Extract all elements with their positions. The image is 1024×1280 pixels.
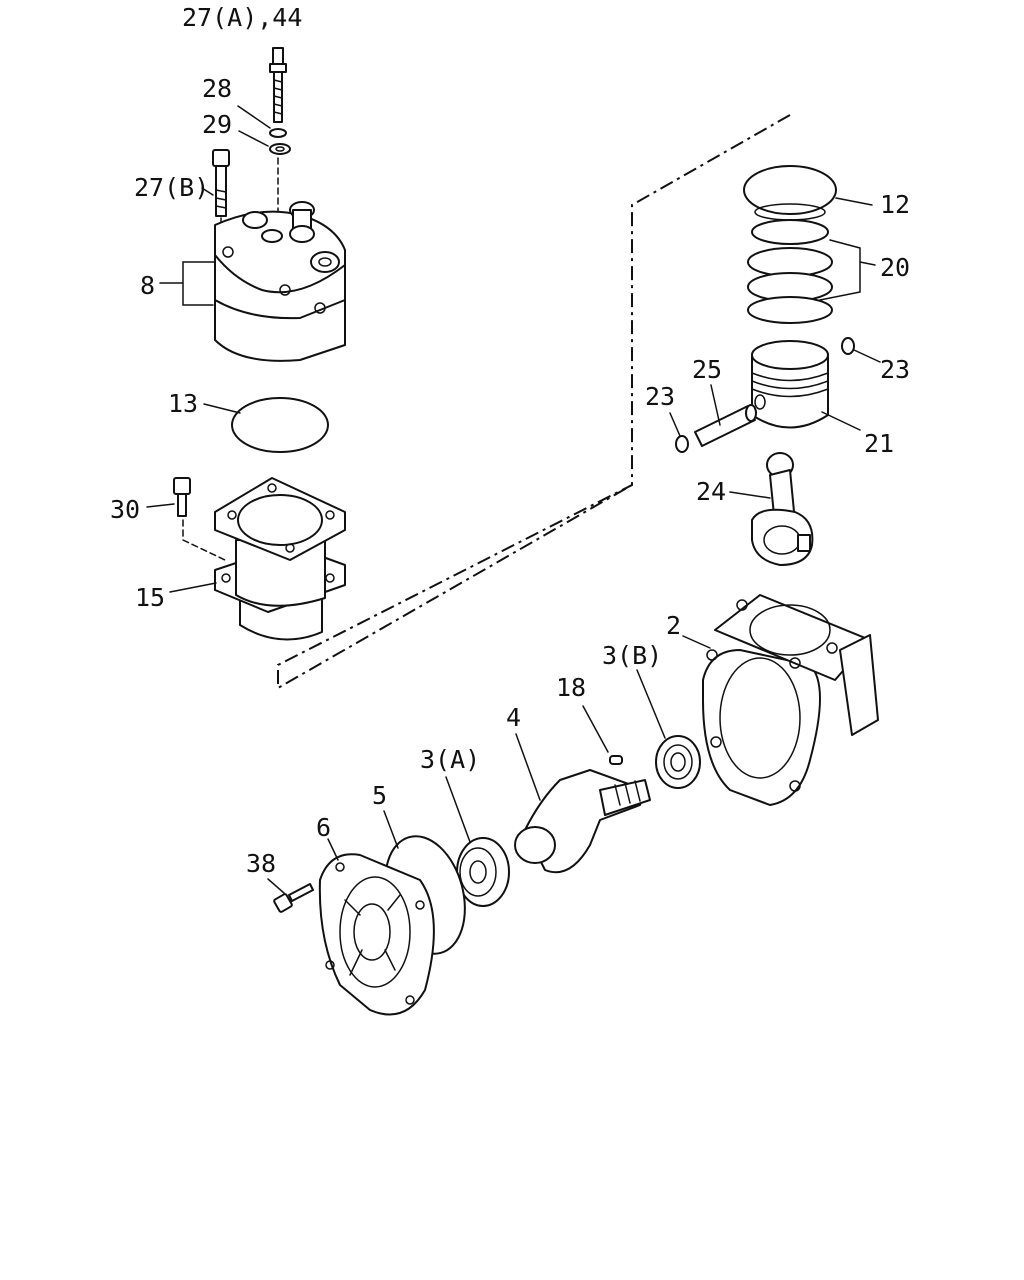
callout-8: 8 [140, 271, 155, 300]
callout-23-right: 23 [880, 355, 910, 384]
crankshaft-4 [514, 769, 651, 874]
bolt-30 [173, 477, 191, 517]
bolt-27b [212, 149, 230, 217]
end-cover-6 [318, 853, 435, 1016]
callout-29: 29 [202, 110, 232, 139]
callout-13: 13 [168, 389, 198, 418]
callout-27b: 27(B) [134, 173, 209, 202]
callout-23-left: 23 [645, 382, 675, 411]
callout-25: 25 [692, 355, 722, 384]
connecting-rod-24 [751, 452, 814, 566]
piston-rings-20 [747, 219, 833, 324]
callout-2: 2 [666, 611, 681, 640]
callout-30: 30 [110, 495, 140, 524]
lock-washer-28 [269, 128, 287, 138]
piston-plate-12 [743, 165, 837, 221]
callout-6: 6 [316, 813, 331, 842]
assembly-guide-line [277, 114, 791, 690]
leader-lines [146, 105, 881, 894]
cylinder-head-8 [214, 201, 346, 362]
piston-pin-25 [694, 404, 757, 447]
callout-18: 18 [556, 673, 586, 702]
callout-12: 12 [880, 190, 910, 219]
callout-15: 15 [135, 583, 165, 612]
callout-28: 28 [202, 74, 232, 103]
snap-ring-23-right [841, 337, 855, 355]
cylinder-15 [214, 477, 346, 641]
gasket-ring-13 [231, 397, 329, 453]
callout-labels: 27(A),44 28 29 27(B) 8 13 30 15 12 20 23… [110, 3, 910, 878]
callout-20: 20 [880, 253, 910, 282]
callout-3a: 3(A) [420, 745, 480, 774]
callout-5: 5 [372, 781, 387, 810]
piston-21 [751, 340, 829, 429]
crankcase-2 [702, 594, 879, 806]
bolt-38 [273, 883, 314, 913]
callout-3b: 3(B) [602, 641, 662, 670]
callout-4: 4 [506, 703, 521, 732]
washer-29 [269, 143, 291, 155]
key-18 [609, 755, 623, 765]
callout-21: 21 [864, 429, 894, 458]
callout-38: 38 [246, 849, 276, 878]
stud-bolt-27a [269, 47, 287, 123]
callout-27a-44: 27(A),44 [182, 3, 302, 32]
callout-24: 24 [696, 477, 726, 506]
snap-ring-23-left [675, 435, 689, 453]
bearing-3b [655, 735, 701, 789]
